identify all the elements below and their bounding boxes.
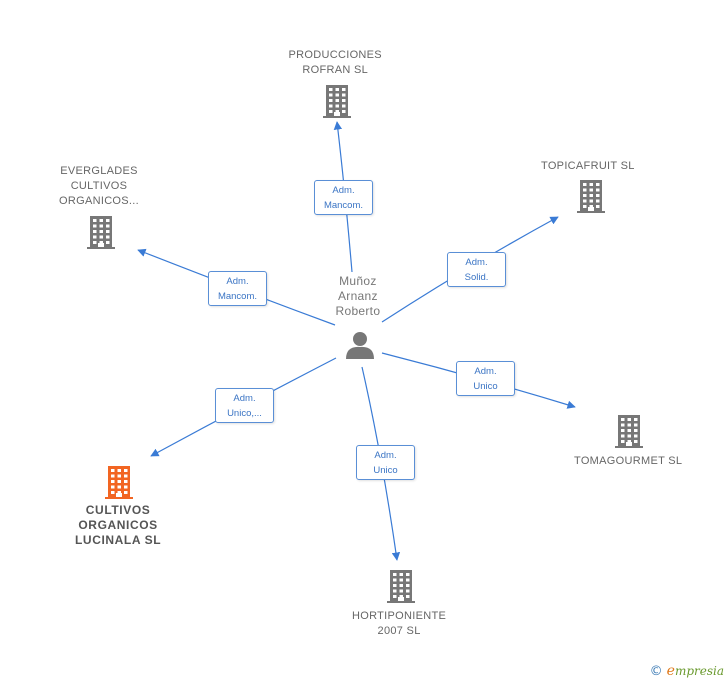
company-label-line: 2007 SL <box>377 625 421 637</box>
role-label-topicafruit[interactable]: Adm. Solid. <box>447 252 506 287</box>
building-icon-tomagourmet[interactable] <box>615 415 643 448</box>
company-label-line: PRODUCCIONES <box>288 49 382 61</box>
company-label-line: TOMAGOURMET SL <box>574 455 683 467</box>
company-label-tomagourmet[interactable]: TOMAGOURMET SL <box>574 454 682 469</box>
role-label-cultivos[interactable]: Adm. Unico,... <box>215 388 274 423</box>
role-label-producciones[interactable]: Adm. Mancom. <box>314 180 373 215</box>
company-label-line: TOPICAFRUIT SL <box>541 160 635 172</box>
center-label-line: Arnanz <box>337 289 378 303</box>
company-label-hortiponiente[interactable]: HORTIPONIENTE 2007 SL <box>352 609 446 639</box>
building-icon-topicafruit[interactable] <box>577 180 605 213</box>
role-label-tomagourmet[interactable]: Adm. Unico <box>456 361 515 396</box>
company-label-line: HORTIPONIENTE <box>352 610 447 622</box>
watermark-text: mpresia <box>674 664 724 678</box>
company-label-topicafruit[interactable]: TOPICAFRUIT SL <box>541 159 635 174</box>
center-label-line: Muñoz <box>339 274 377 288</box>
company-label-everglades[interactable]: EVERGLADES CULTIVOS ORGANICOS... <box>59 164 139 209</box>
role-line: Adm. <box>233 393 256 404</box>
building-icon-producciones[interactable] <box>323 85 351 118</box>
watermark-initial: e <box>666 663 675 679</box>
role-line: Mancom. <box>217 291 258 302</box>
company-label-line: CULTIVOS <box>85 503 151 517</box>
copyright-symbol: © <box>649 664 663 679</box>
role-line: Solid. <box>464 272 489 283</box>
building-icon-cultivos[interactable] <box>105 466 133 499</box>
role-line: Adm. <box>226 276 249 287</box>
company-label-line: CULTIVOS <box>70 180 128 192</box>
role-line: Adm. <box>332 185 355 196</box>
company-label-line: ORGANICOS... <box>59 195 139 207</box>
company-label-line: EVERGLADES <box>60 165 138 177</box>
person-icon <box>346 332 374 359</box>
role-line: Unico,... <box>227 408 262 419</box>
building-icon-hortiponiente[interactable] <box>387 570 415 603</box>
role-line: Adm. <box>374 450 397 461</box>
role-line: Adm. <box>474 366 497 377</box>
empresia-watermark: ©empresia <box>650 663 724 679</box>
company-label-line: ROFRAN SL <box>302 64 369 76</box>
role-line: Adm. <box>465 257 488 268</box>
role-line: Mancom. <box>323 200 364 211</box>
role-line: Unico <box>473 381 498 392</box>
company-label-line: LUCINALA SL <box>75 533 162 547</box>
role-label-everglades[interactable]: Adm. Mancom. <box>208 271 267 306</box>
company-label-producciones[interactable]: PRODUCCIONES ROFRAN SL <box>289 48 382 78</box>
role-label-hortiponiente[interactable]: Adm. Unico <box>356 445 415 480</box>
building-icon-everglades[interactable] <box>87 216 115 249</box>
company-label-line: ORGANICOS <box>78 518 158 532</box>
role-line: Unico <box>373 465 398 476</box>
center-label-line: Roberto <box>335 304 381 318</box>
